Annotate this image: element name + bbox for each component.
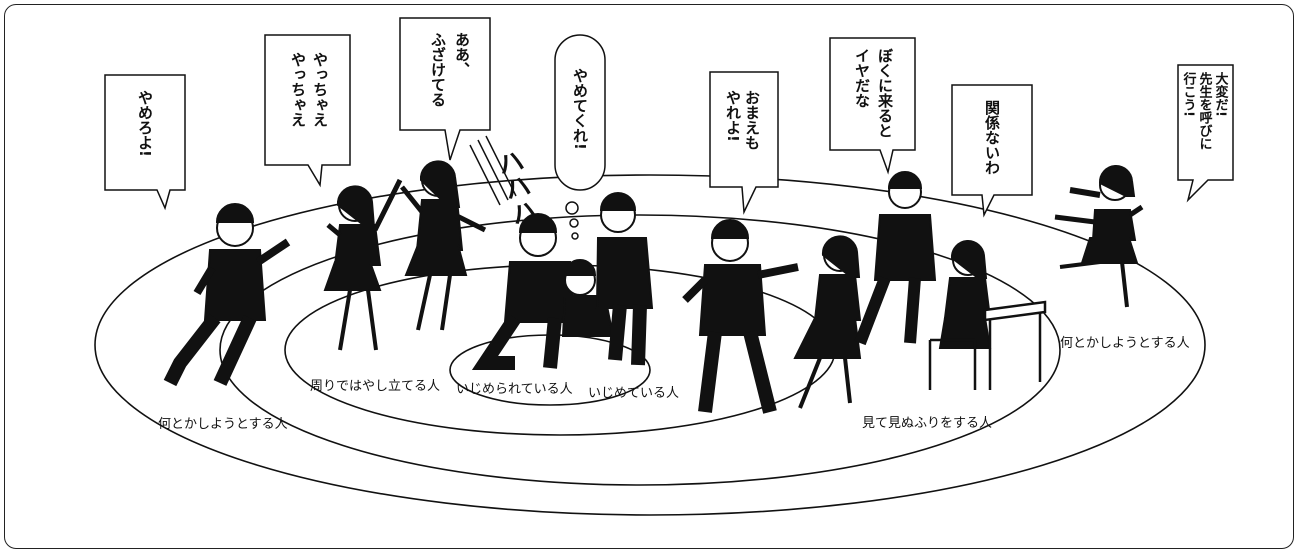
label-outer-right: 何とかしようとする人 [1060, 335, 1190, 351]
figure-bully-2 [595, 192, 654, 366]
laugh-lines [469, 135, 517, 206]
speech-yacchae-1: やっちゃえ [311, 52, 329, 127]
speech-omaemo-2: やれよ! [724, 90, 742, 142]
speech-taihen-3: 行こう! [1181, 71, 1198, 116]
bubble-yametekure [554, 34, 606, 191]
label-bystander-ignore: 見て見ぬふりをする人 [862, 416, 992, 431]
bubble-kankei [951, 84, 1033, 218]
thought-dot-3 [571, 232, 579, 240]
figure-bully-1 [471, 213, 577, 370]
thought-dot-2 [569, 218, 579, 228]
speech-aa-2: ふざけてる [429, 32, 447, 107]
speech-omaemo-1: おまえも [743, 90, 761, 150]
figures [163, 160, 1144, 414]
figure-girl-cheer-2 [400, 160, 487, 331]
speech-taihen-1: 大変だ! [1213, 71, 1229, 116]
thought-dot-1 [565, 201, 579, 215]
bubble-taihen [1177, 64, 1234, 203]
bubble-yamero [104, 74, 186, 211]
label-bully: いじめている人 [588, 386, 679, 401]
figure-girl-reluctant [793, 235, 862, 409]
figure-boy-stopper [163, 203, 291, 387]
figure-boy-nervous [854, 171, 937, 346]
desk [928, 300, 1047, 390]
circle-rings [94, 174, 1206, 516]
speech-bokuni-2: イヤだな [853, 48, 871, 108]
speech-taihen-2: 先生を呼びに [1197, 71, 1213, 150]
speech-yacchae-2: やっちゃえ [289, 52, 307, 127]
label-victim: いじめられている人 [456, 382, 573, 397]
bubble-bokuni [829, 37, 916, 175]
speech-aa-1: ああ、 [453, 32, 471, 77]
figure-girl-ignoring [938, 240, 992, 349]
figure-girl-running [1054, 165, 1144, 308]
bubble-aa [399, 17, 491, 161]
speech-bokuni-1: ぼくに来ると [876, 48, 894, 138]
bubble-yacchae [264, 34, 351, 188]
speech-yametekure: やめてくれ! [571, 68, 589, 150]
label-bystander-cheer: 周りではやし立てる人 [310, 379, 440, 394]
bubble-omaemo [709, 71, 779, 215]
ring-outer [94, 174, 1206, 516]
figure-girl-cheer-1 [323, 178, 403, 351]
ring-third [219, 214, 1061, 486]
speech-yamero: やめろよ! [136, 90, 154, 157]
label-outer-left: 何とかしようとする人 [158, 416, 288, 432]
figure-boy-egging [682, 219, 799, 414]
speech-kankei: 関係ないわ [983, 100, 1001, 175]
